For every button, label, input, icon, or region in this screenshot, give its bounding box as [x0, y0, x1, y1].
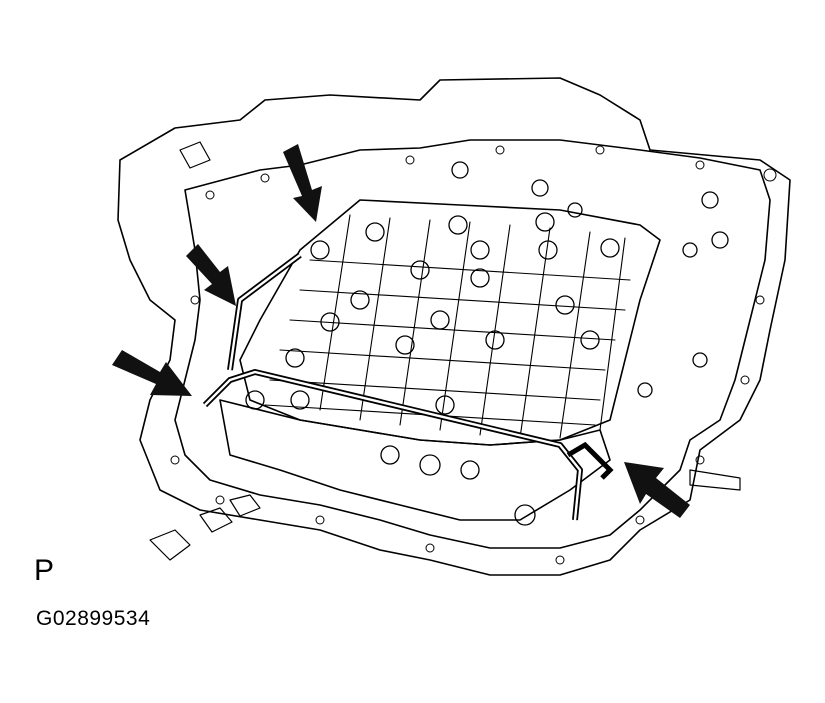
arrow-icon: [624, 462, 690, 518]
bolt-heads: [245, 161, 729, 526]
oil-pan-rim: [174, 139, 771, 549]
rim-holes: [170, 145, 777, 565]
case-fittings: [149, 141, 741, 561]
arrow-icon: [112, 350, 192, 396]
valve-channel-grid: [264, 214, 631, 439]
figure-code: G02899534: [36, 607, 151, 630]
view-label: P: [34, 554, 55, 587]
lower-valve-body: [219, 399, 611, 521]
arrow-icon: [283, 144, 322, 222]
callout-arrows: [112, 144, 690, 518]
wire-hook-right: [566, 441, 614, 480]
retaining-wire-inner: [204, 254, 582, 521]
arrow-icon: [186, 244, 236, 306]
transmission-case-outline: [117, 77, 791, 576]
